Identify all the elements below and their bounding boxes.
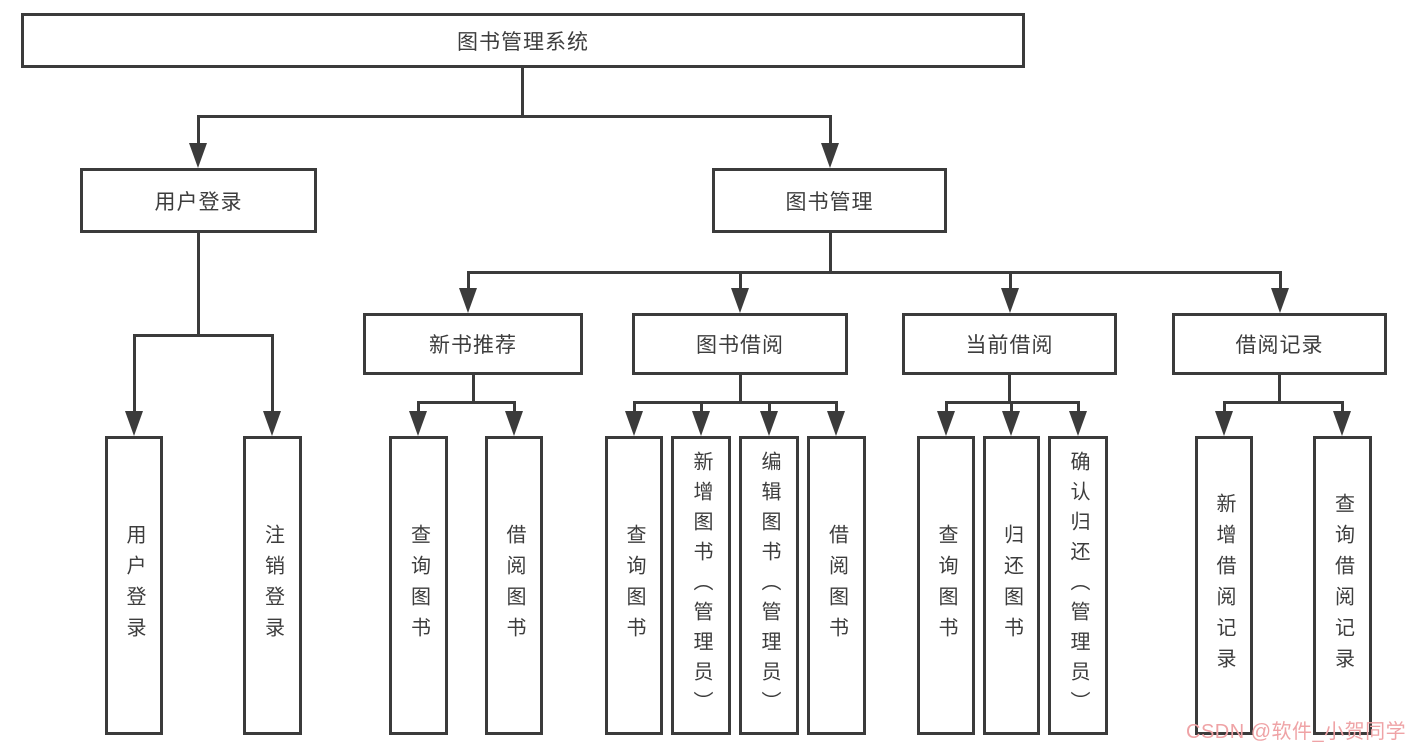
connector-arrow — [505, 411, 523, 436]
connector-arrow — [263, 411, 281, 436]
csdn-watermark: CSDN @软件_小贺同学 — [1186, 721, 1405, 743]
leaf-newbook-borrow-books: 借阅图书 — [485, 436, 543, 735]
connector-line — [829, 233, 832, 274]
connector-line — [739, 271, 742, 291]
leaf-current-query-books: 查询图书 — [917, 436, 975, 735]
leaf-current-return-books: 归还图书 — [983, 436, 1040, 735]
connector-line — [739, 375, 742, 404]
leaf-borrow-borrow-books: 借阅图书 — [807, 436, 866, 735]
connector-line — [1008, 375, 1011, 404]
connector-line — [197, 115, 832, 118]
connector-line — [133, 334, 274, 337]
connector-arrow — [409, 411, 427, 436]
leaf-borrow-add-books-admin: 新增图书（管理员） — [671, 436, 731, 735]
connector-arrow — [731, 288, 749, 313]
connector-line — [521, 68, 524, 118]
connector-arrow — [692, 411, 710, 436]
connector-arrow — [125, 411, 143, 436]
connector-line — [1278, 375, 1281, 404]
connector-line — [417, 401, 420, 413]
node-borrow-records: 借阅记录 — [1172, 313, 1387, 375]
leaf-borrow-query-books: 查询图书 — [605, 436, 663, 735]
leaf-records-query-record: 查询借阅记录 — [1313, 436, 1372, 735]
connector-line — [1077, 401, 1080, 413]
node-book-borrow: 图书借阅 — [632, 313, 848, 375]
node-book-management: 图书管理 — [712, 168, 947, 233]
connector-line — [417, 401, 516, 404]
connector-arrow — [760, 411, 778, 436]
node-root-system: 图书管理系统 — [21, 13, 1025, 68]
connector-line — [467, 271, 470, 291]
connector-line — [768, 401, 771, 413]
connector-line — [633, 401, 838, 404]
connector-line — [1341, 401, 1344, 413]
connector-line — [1279, 271, 1282, 291]
connector-line — [1223, 401, 1344, 404]
connector-line — [472, 375, 475, 404]
connector-arrow — [1271, 288, 1289, 313]
connector-arrow — [459, 288, 477, 313]
connector-arrow — [827, 411, 845, 436]
connector-arrow — [1215, 411, 1233, 436]
connector-line — [1223, 401, 1226, 413]
connector-arrow — [1001, 288, 1019, 313]
connector-line — [271, 334, 274, 413]
connector-arrow — [189, 143, 207, 168]
leaf-borrow-edit-books-admin: 编辑图书（管理员） — [739, 436, 799, 735]
connector-arrow — [937, 411, 955, 436]
node-current-borrow: 当前借阅 — [902, 313, 1117, 375]
connector-arrow — [1333, 411, 1351, 436]
leaf-logout: 注销登录 — [243, 436, 302, 735]
connector-line — [513, 401, 516, 413]
connector-arrow — [625, 411, 643, 436]
leaf-records-add-record: 新增借阅记录 — [1195, 436, 1253, 735]
connector-line — [700, 401, 703, 413]
connector-line — [467, 271, 1282, 274]
connector-line — [133, 334, 136, 413]
connector-line — [835, 401, 838, 413]
connector-line — [829, 115, 832, 147]
connector-line — [945, 401, 948, 413]
node-new-book-recommend: 新书推荐 — [363, 313, 583, 375]
leaf-newbook-query-books: 查询图书 — [389, 436, 448, 735]
leaf-user-login: 用户登录 — [105, 436, 163, 735]
connector-line — [1010, 401, 1013, 413]
connector-arrow — [821, 143, 839, 168]
connector-line — [1009, 271, 1012, 291]
connector-arrow — [1069, 411, 1087, 436]
leaf-current-confirm-return-admin: 确认归还（管理员） — [1048, 436, 1108, 735]
connector-line — [197, 115, 200, 147]
connector-arrow — [1002, 411, 1020, 436]
connector-line — [633, 401, 636, 413]
connector-line — [197, 233, 200, 337]
node-user-login: 用户登录 — [80, 168, 317, 233]
